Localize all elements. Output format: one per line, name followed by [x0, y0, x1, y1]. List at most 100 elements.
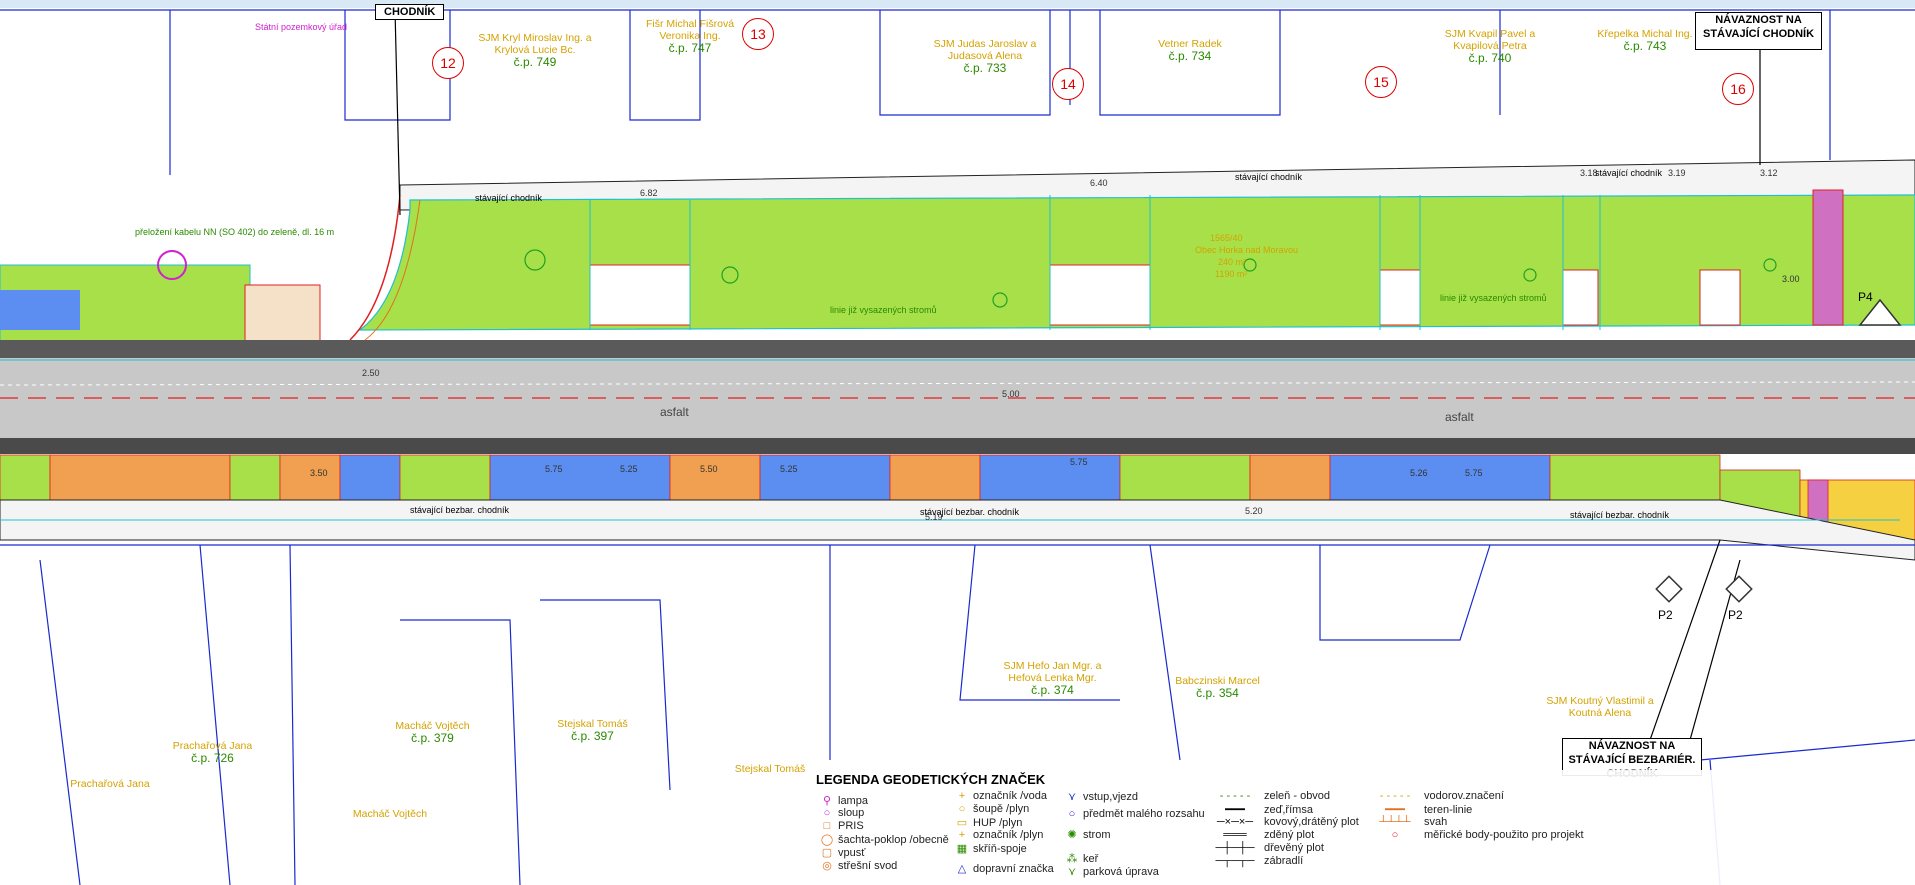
south-walk-label: stávající bezbar. chodník: [410, 505, 510, 515]
legend-item: ═══zděný plot: [1210, 829, 1314, 841]
owner-name: Vetner Radek: [1158, 38, 1222, 50]
parcel-owner: Obec Horka nad Moravou: [1195, 245, 1299, 255]
legend-label: označník /voda: [973, 790, 1047, 802]
cable-note: přeložení kabelu NN (SO 402) do zeleně, …: [135, 227, 335, 237]
owner-name: SJM Koutný Vlastimil a Koutná Alena: [1546, 695, 1654, 719]
owner-south-extra: Macháč Vojtěch: [352, 808, 428, 820]
traffic-sign-icon: △: [957, 863, 967, 875]
owner-north: Křepelka Michal Ing.č.p. 743: [1590, 28, 1700, 52]
owner-name: Babczinski Marcel: [1175, 675, 1260, 687]
owner-cp: č.p. 743: [1623, 39, 1667, 53]
legend: LEGENDA GEODETICKÝCH ZNAČEK ⚲lampa ○slou…: [810, 770, 1915, 885]
owner-south-extra: Stejskal Tomáš: [734, 763, 806, 775]
owner-south-extra: Prachařová Jana: [70, 778, 150, 790]
owner-north: SJM Kryl Miroslav Ing. a Krylová Lucie B…: [470, 32, 600, 68]
owner-north: Fišr Michal Fišrová Veronika Ing.č.p. 74…: [645, 18, 735, 54]
owner-cp: č.p. 749: [513, 55, 557, 69]
legend-label: měřické body-použito pro projekt: [1424, 829, 1584, 841]
legend-label: teren-linie: [1424, 804, 1473, 816]
pole-icon: ○: [823, 807, 831, 819]
dim-label: 5.75: [1465, 468, 1483, 478]
dim-label: 5.25: [780, 464, 798, 474]
dim-label: 5.75: [545, 464, 563, 474]
legend-label: svah: [1424, 816, 1448, 828]
metal-fence-icon: ─×─×─: [1216, 816, 1254, 828]
north-walk-label: stávající chodník: [475, 193, 543, 203]
owner-cp: č.p. 734: [1168, 49, 1212, 63]
dim-label: 6.40: [1090, 178, 1108, 188]
legend-label: PRIS: [838, 820, 864, 832]
legend-label: vpusť: [838, 847, 866, 859]
owner-cp: č.p. 747: [668, 41, 712, 55]
brick-fence-icon: ═══: [1223, 829, 1247, 841]
owner-cp: č.p. 726: [191, 751, 234, 765]
road-label-right: asfalt: [1445, 410, 1474, 424]
south-walk-label: stávající bezbar. chodník: [1570, 510, 1670, 520]
owner-cp: č.p. 733: [963, 61, 1007, 75]
drain-icon: ▢: [821, 847, 833, 859]
legend-item: - - - - -vodorov.značení: [1370, 790, 1504, 802]
owner-name: Prachařová Jana: [172, 740, 253, 752]
legend-item: ⚲ lampa: [820, 794, 868, 807]
legend-item: ─×─×─kovový,drátěný plot: [1210, 816, 1359, 828]
section-marker: 12: [432, 47, 464, 79]
tree-icon: ✺: [1067, 829, 1077, 841]
owner-cp: č.p. 740: [1468, 51, 1512, 65]
owner-name: SJM Kryl Miroslav Ing. a Krylová Lucie B…: [478, 32, 592, 56]
legend-label: označník /plyn: [973, 829, 1044, 841]
tree-line-label: linie již vysazených stromů: [830, 305, 937, 315]
south-walk-label: stávající bezbar. chodník: [920, 507, 1020, 517]
point-label: P2: [1658, 608, 1673, 622]
legend-item: △dopravní značka: [955, 862, 1054, 875]
owner-name: SJM Hefo Jan Mgr. a Hefová Lenka Mgr.: [1003, 660, 1102, 684]
legend-label: zeď,římsa: [1264, 804, 1313, 816]
legend-item: ─┬─┬─ zábradlí: [1210, 855, 1304, 867]
legend-item: + označník /voda: [955, 790, 1047, 802]
legend-label: vstup,vjezd: [1083, 791, 1139, 803]
entrance-icon: ⋎: [1067, 791, 1077, 803]
legend-item: ✺strom: [1065, 828, 1110, 841]
greenery-line-icon: - - - - -: [1219, 790, 1251, 802]
dim-label: 5.50: [700, 464, 718, 474]
dim-label: 2.50: [362, 368, 380, 378]
grass-strip-north: [358, 194, 1915, 331]
north-walk-label: stávající chodník: [1235, 172, 1303, 182]
legend-item: ▢ vpusť: [820, 846, 866, 859]
dim-label: 3.19: [1668, 168, 1686, 178]
legend-item: ┴┴┴┴ svah: [1370, 816, 1447, 828]
legend-label: parková úprava: [1083, 866, 1159, 878]
owner-name: Stejskal Tomáš: [557, 718, 628, 730]
legend-item: ⋎ parková úprava: [1065, 865, 1159, 878]
legend-item: +označník /plyn: [955, 829, 1044, 841]
gas-hup-icon: ▭: [956, 817, 968, 829]
owner-name: Křepelka Michal Ing.: [1597, 28, 1693, 40]
legend-item: ─┼─┼─dřevěný plot: [1210, 842, 1324, 854]
point-label: P2: [1728, 608, 1743, 622]
legend-label: lampa: [838, 795, 868, 807]
slope-icon: ┴┴┴┴: [1379, 816, 1411, 828]
owner-cp: č.p. 397: [571, 729, 614, 743]
section-marker: 14: [1052, 68, 1084, 100]
owner-south: SJM Hefo Jan Mgr. a Hefová Lenka Mgr.č.p…: [1000, 660, 1105, 696]
legend-item: ▦skříň-spoje: [955, 842, 1027, 855]
legend-label: zábradlí: [1264, 855, 1304, 867]
railing-icon: ─┬─┬─: [1215, 855, 1255, 867]
small-object-icon: ○: [1068, 808, 1076, 820]
legend-label: dřevěný plot: [1264, 842, 1324, 854]
section-marker: 15: [1365, 66, 1397, 98]
water-marker-icon: +: [958, 790, 966, 802]
lamp-icon: ⚲: [822, 795, 832, 807]
tree-line-label: linie již vysazených stromů: [1440, 293, 1547, 303]
legend-label: keř: [1083, 853, 1099, 865]
wall-line-icon: ━━━: [1225, 804, 1245, 816]
legend-item: ⁂keř: [1065, 852, 1099, 865]
legend-item: ○předmět malého rozsahu: [1065, 808, 1205, 820]
office-label: Státní pozemkový úřad: [255, 22, 348, 32]
section-marker: 13: [742, 18, 774, 50]
park-icon: ⋎: [1067, 866, 1077, 878]
legend-label: střešní svod: [838, 860, 898, 872]
